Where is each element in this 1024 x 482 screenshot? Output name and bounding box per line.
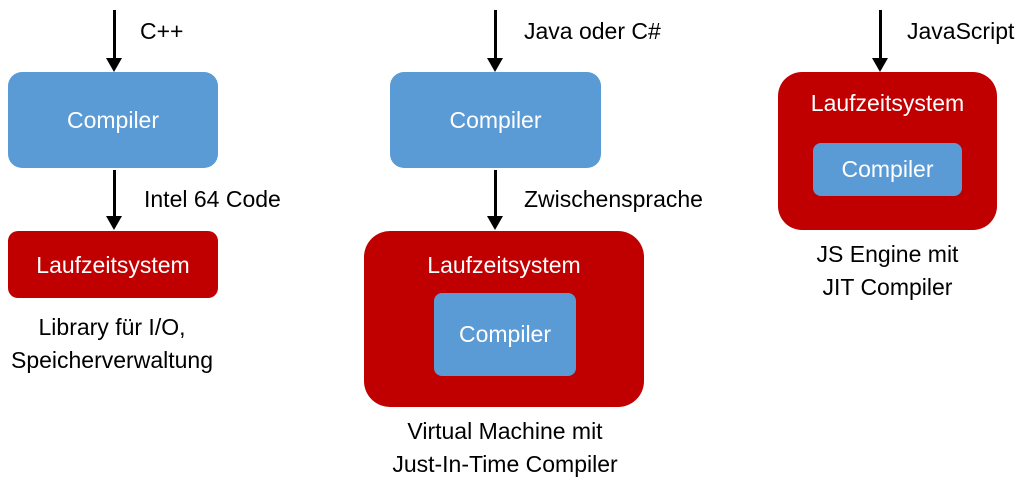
output-label-c1: Intel 64 Code <box>144 186 281 212</box>
output-label-c2: Zwischensprache <box>524 186 703 212</box>
caption-c2: Virtual Machine mit Just-In-Time Compile… <box>364 415 646 481</box>
caption-c3: JS Engine mit JIT Compiler <box>778 238 997 304</box>
inner-compiler-box-c3: Compiler <box>813 143 962 196</box>
compiler-label-c2: Compiler <box>449 106 542 133</box>
inner-compiler-label-c2: Compiler <box>458 321 552 347</box>
caption-c1: Library für I/O, Speicherverwaltung <box>0 311 224 377</box>
compiler-box-c2: Compiler <box>390 72 601 168</box>
input-label-c2: Java oder C# <box>524 18 661 44</box>
runtime-label-c3: Laufzeitsystem <box>810 90 965 116</box>
runtime-label-c2: Laufzeitsystem <box>427 252 581 278</box>
input-label-c1: C++ <box>140 18 184 44</box>
caption-c2-line2: Just-In-Time Compiler <box>392 451 618 477</box>
inner-compiler-label-c3: Compiler <box>841 156 934 182</box>
input-label-c3: JavaScript <box>907 18 1015 44</box>
compiler-box-c1: Compiler <box>8 72 218 168</box>
runtime-box-c2: Laufzeitsystem Compiler <box>364 231 644 407</box>
inner-compiler-box-c2: Compiler <box>434 293 576 376</box>
caption-c1-line1: Library für I/O, <box>38 314 186 340</box>
caption-c1-line2: Speicherverwaltung <box>10 347 213 373</box>
caption-c2-line1: Virtual Machine mit <box>407 418 603 444</box>
runtime-box-c1: Laufzeitsystem <box>8 231 218 298</box>
caption-c3-line1: JS Engine mit <box>816 241 959 267</box>
runtime-label-c1: Laufzeitsystem <box>36 252 190 278</box>
compiler-label-c1: Compiler <box>66 106 160 133</box>
caption-c3-line2: JIT Compiler <box>822 274 953 300</box>
runtime-box-c3: Laufzeitsystem Compiler <box>778 72 997 230</box>
